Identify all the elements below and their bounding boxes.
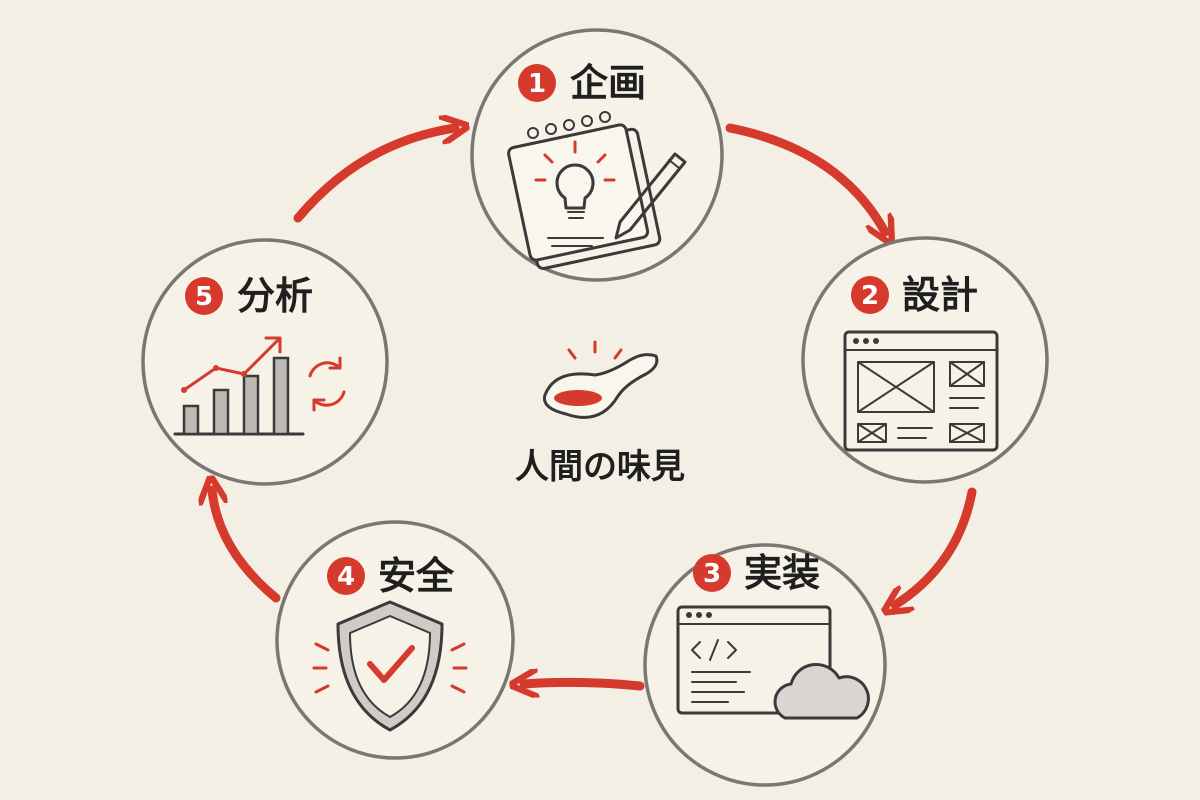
step-4-heading: 4 安全: [327, 554, 455, 598]
step-2-number: 2: [861, 281, 879, 311]
arrow-4-to-5: [212, 490, 281, 603]
step-3-heading: 3 実装: [693, 551, 820, 595]
center-label: 人間の味見: [515, 447, 685, 487]
bar-chart-refresh-icon: [173, 336, 346, 436]
step-3-label: 実装: [744, 551, 820, 595]
step-3: 3 実装: [643, 543, 887, 787]
step-5-heading: 5 分析: [185, 274, 313, 318]
step-1-heading: 1 企画: [518, 61, 646, 105]
step-2: 2 設計: [801, 236, 1049, 484]
step-3-number-badge: [693, 554, 731, 592]
step-3-number: 3: [703, 559, 721, 589]
step-5: 5 分析: [141, 238, 389, 486]
step-4-number: 4: [337, 562, 355, 592]
step-5-number-badge: [185, 277, 223, 315]
tasting-spoon-icon: [542, 340, 659, 419]
step-5-number: 5: [195, 282, 213, 312]
step-4: 4 安全: [275, 520, 515, 760]
arrow-2-to-3: [895, 487, 977, 605]
arrow-1-to-2: [725, 123, 885, 232]
step-4-label: 安全: [378, 554, 455, 598]
step-4-number-badge: [327, 557, 365, 595]
step-1: 1 企画: [470, 28, 724, 282]
step-2-heading: 2 設計: [851, 273, 978, 317]
wireframe-layout-icon: [843, 330, 999, 452]
step-1-number: 1: [528, 69, 546, 99]
step-5-label: 分析: [237, 274, 313, 318]
code-window-cloud-icon: [676, 605, 870, 720]
arrow-3-to-4: [524, 682, 645, 686]
notepad-lightbulb-pencil-icon: [507, 111, 687, 270]
cycle-arrows: [212, 123, 977, 686]
step-1-label: 企画: [570, 61, 646, 105]
step-1-number-badge: [518, 64, 556, 102]
step-2-label: 設計: [902, 273, 978, 317]
step-3-circle: [643, 543, 887, 787]
center-hub: 人間の味見: [515, 340, 685, 487]
arrow-5-to-1: [293, 128, 455, 223]
step-2-number-badge: [851, 276, 889, 314]
shield-check-icon: [312, 600, 468, 732]
